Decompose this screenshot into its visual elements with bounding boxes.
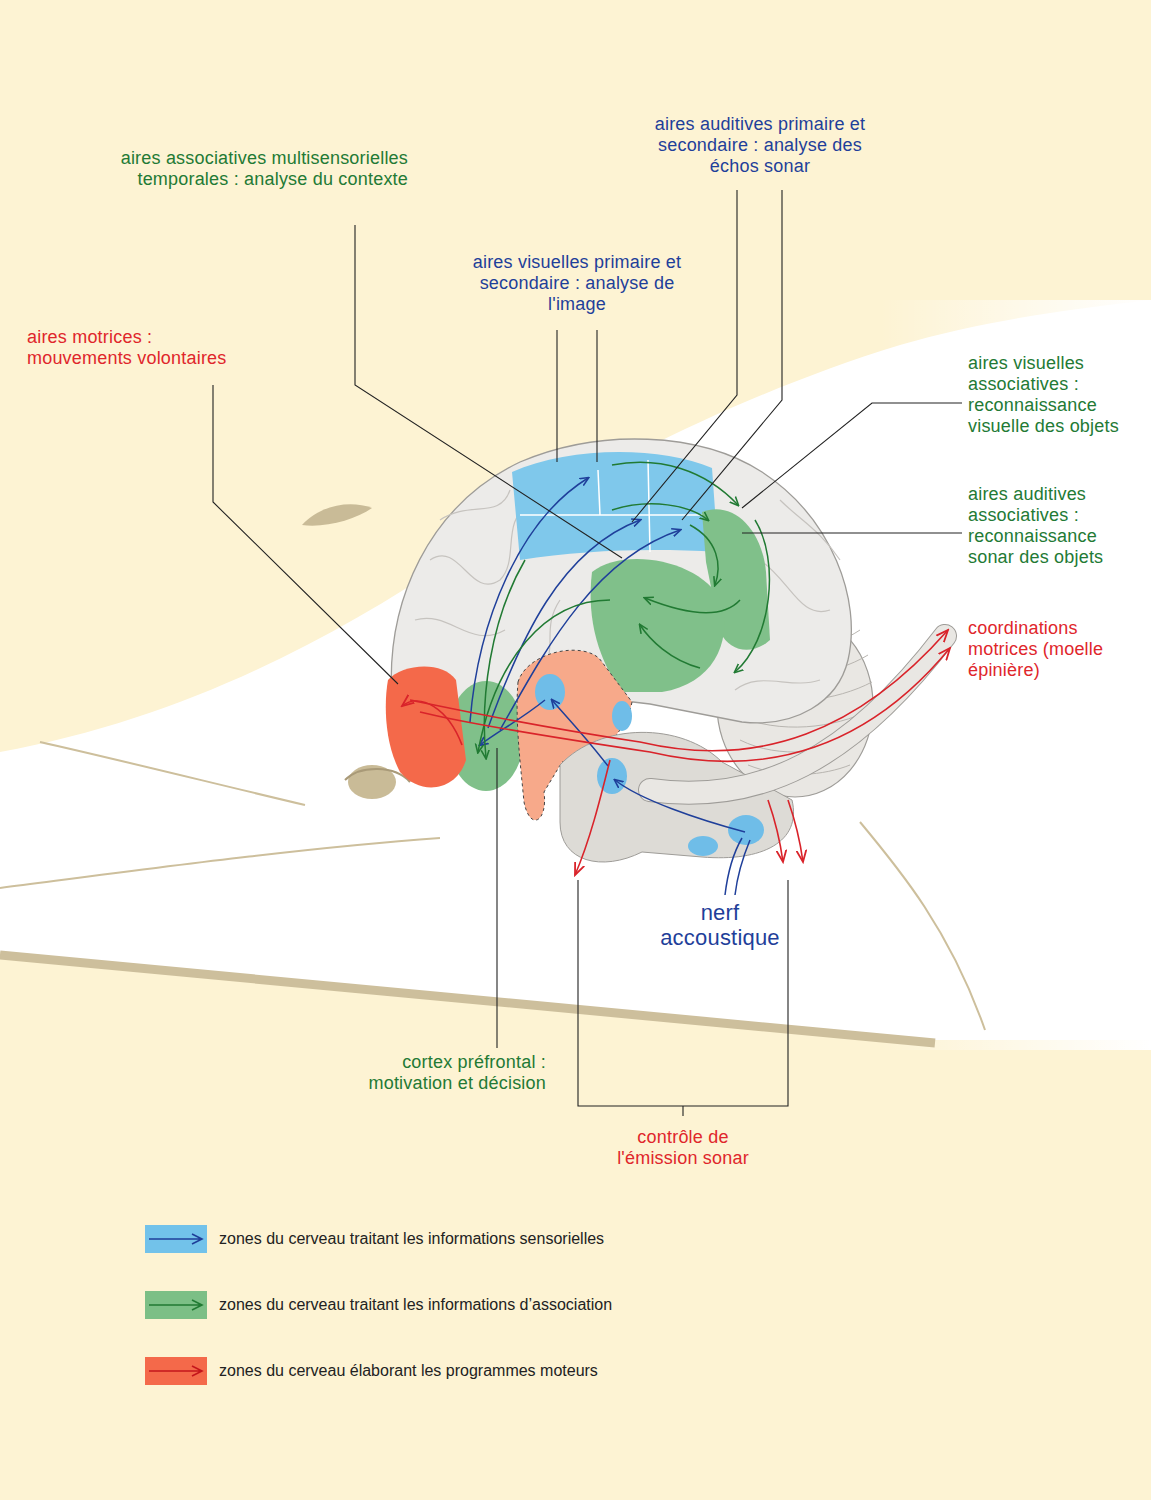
callout-label: aires visuelles associatives : reconnais…: [968, 353, 1133, 437]
legend-arrow: [145, 1357, 207, 1385]
legend-text: zones du cerveau traitant les informatio…: [219, 1230, 604, 1248]
legend-text: zones du cerveau traitant les informatio…: [219, 1296, 612, 1314]
legend-arrow: [145, 1225, 207, 1253]
callout-label: cortex préfrontal : motivation et décisi…: [331, 1052, 546, 1094]
callout-label: contrôle de l'émission sonar: [603, 1127, 763, 1169]
legend-swatch: [145, 1357, 207, 1385]
legend-arrow: [145, 1291, 207, 1319]
callout-label: aires auditives associatives : reconnais…: [968, 484, 1133, 568]
callout-label: aires auditives primaire et secondaire :…: [635, 114, 885, 177]
callout-label: aires visuelles primaire et secondaire :…: [457, 252, 697, 315]
callout-label: aires associatives multisensorielles tem…: [108, 148, 408, 190]
legend-row: zones du cerveau traitant les informatio…: [145, 1225, 845, 1253]
legend-row: zones du cerveau élaborant les programme…: [145, 1357, 845, 1385]
legend-swatch: [145, 1291, 207, 1319]
legend-row: zones du cerveau traitant les informatio…: [145, 1291, 845, 1319]
callout-label: aires motrices : mouvements volontaires: [27, 327, 242, 369]
callout-label: nerf accoustique: [645, 900, 795, 950]
legend-text: zones du cerveau élaborant les programme…: [219, 1362, 598, 1380]
legend-swatch: [145, 1225, 207, 1253]
callout-label: coordinations motrices (moelle épinière): [968, 618, 1143, 681]
